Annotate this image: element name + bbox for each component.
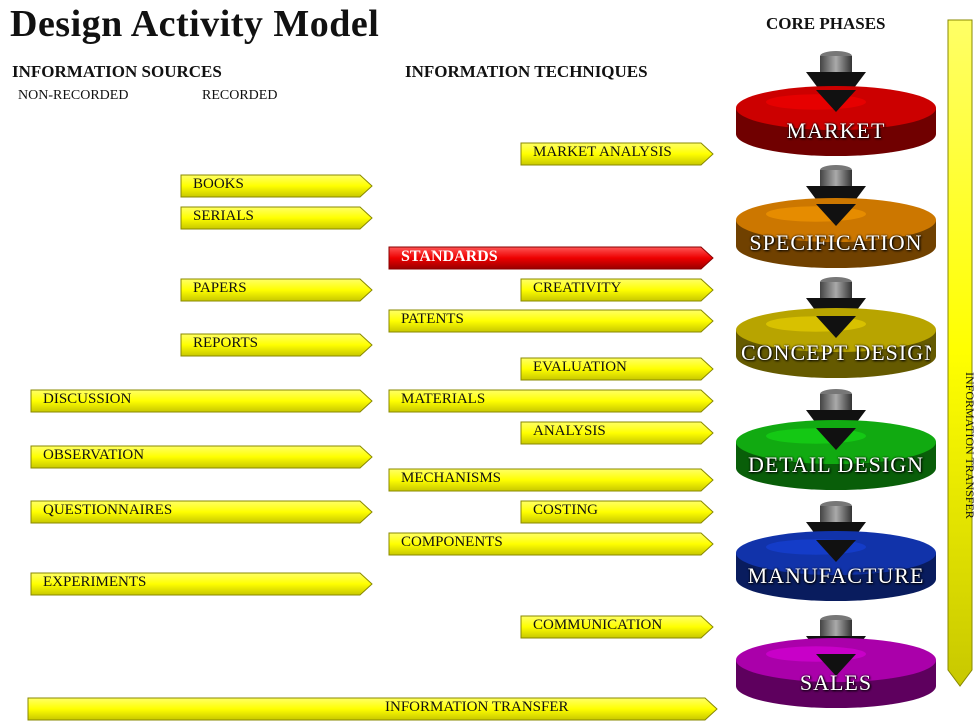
phase-disc-concept-design (736, 308, 936, 378)
source-books-arrow (180, 174, 373, 198)
information-sources-header: INFORMATION SOURCES (12, 62, 222, 81)
technique-communication-arrow (520, 615, 714, 639)
phase-arrow-tip-5 (816, 654, 856, 676)
source-questionnaires-arrow (30, 500, 373, 524)
technique-components-arrow (388, 532, 714, 556)
source-reports-arrow (180, 333, 373, 357)
source-discussion-arrow (30, 389, 373, 413)
core-phases-header: CORE PHASES (766, 14, 886, 33)
source-observation-arrow (30, 445, 373, 469)
phase-arrow-tip-1 (816, 204, 856, 226)
source-serials-arrow (180, 206, 373, 230)
source-papers-arrow (180, 278, 373, 302)
technique-evaluation-arrow (520, 357, 714, 381)
technique-materials-arrow (388, 389, 714, 413)
source-experiments-arrow (30, 572, 373, 596)
phase-arrow-tip-4 (816, 540, 856, 562)
vertical-information-transfer-arrow (947, 19, 973, 687)
phase-arrow-tip-0 (816, 90, 856, 112)
technique-standards-arrow (388, 246, 714, 270)
technique-market-analysis-arrow (520, 142, 714, 166)
non-recorded-subheader: NON-RECORDED (18, 88, 129, 103)
recorded-subheader: RECORDED (202, 88, 278, 103)
technique-patents-arrow (388, 309, 714, 333)
phase-arrow-tip-3 (816, 428, 856, 450)
phase-arrow-tip-2 (816, 316, 856, 338)
technique-analysis-arrow (520, 421, 714, 445)
vertical-information-transfer-label: INFORMATION TRANSFER (963, 372, 975, 519)
technique-creativity-arrow (520, 278, 714, 302)
technique-mechanisms-arrow (388, 468, 714, 492)
information-techniques-header: INFORMATION TECHNIQUES (405, 62, 648, 81)
technique-costing-arrow (520, 500, 714, 524)
diagram-title: Design Activity Model (10, 3, 380, 45)
information-transfer-arrow (27, 697, 718, 721)
